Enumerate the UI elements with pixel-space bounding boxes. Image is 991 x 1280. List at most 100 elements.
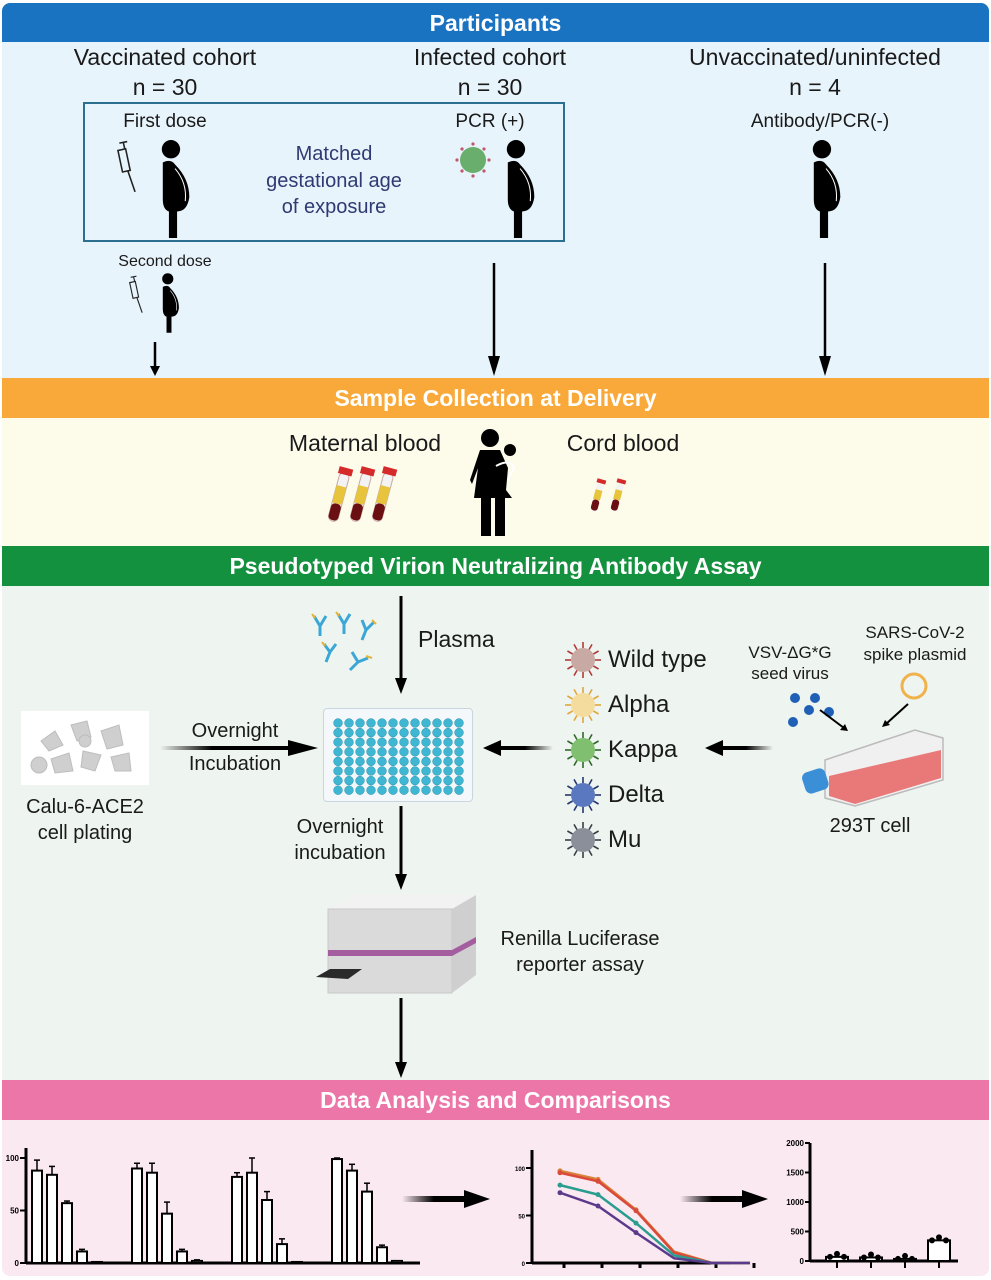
participants-header: Participants <box>2 3 989 42</box>
cohort-infected-n: n = 30 <box>457 74 523 100</box>
seed-virus-particles-icon <box>788 693 834 727</box>
bar <box>61 1202 73 1264</box>
second-dose-label: Second dose <box>118 253 212 270</box>
bar <box>331 1158 343 1264</box>
matched-group-box <box>83 102 565 242</box>
data-point <box>557 1170 563 1176</box>
y-tick-label: 1500 <box>786 1169 804 1178</box>
data-point <box>861 1254 867 1261</box>
bar <box>346 1169 358 1265</box>
data-point <box>834 1250 840 1257</box>
bar <box>246 1171 258 1265</box>
y-tick-label: 50 <box>10 1207 19 1216</box>
bar <box>146 1171 158 1265</box>
bar <box>391 1259 403 1265</box>
data-point <box>936 1234 942 1241</box>
overnight-incubation-label-3: Overnight <box>296 816 384 838</box>
96-well-plate-icon <box>323 708 473 802</box>
spike-plasmid-label-1: SARS-CoV-2 <box>865 623 965 642</box>
arrow-right-icon <box>402 1190 490 1208</box>
neutralization-bar-chart: 0 50 100 <box>6 1148 420 1268</box>
bar <box>261 1199 273 1264</box>
analysis-header: Data Analysis and Comparisons <box>2 1080 989 1120</box>
matched-label-1: Matched <box>295 143 373 165</box>
variant-label: Alpha <box>608 691 670 718</box>
pcr-positive-label: PCR (+) <box>455 111 525 132</box>
bar <box>927 1239 951 1262</box>
reporter-assay-label-2: reporter assay <box>516 954 644 976</box>
overnight-incubation-label-4: incubation <box>294 842 386 864</box>
bar <box>376 1246 388 1264</box>
data-point <box>929 1237 935 1244</box>
series-line-red <box>559 1171 750 1265</box>
data-point <box>633 1208 639 1214</box>
cell-plating-label-1: Calu-6-ACE2 <box>26 796 144 818</box>
virus-mu-icon <box>565 822 601 858</box>
plasmid-ring-icon <box>900 672 928 700</box>
y-tick-label: 500 <box>791 1228 805 1237</box>
data-point <box>841 1253 847 1260</box>
spike-plasmid-label-2: spike plasmid <box>863 645 967 664</box>
virus-alpha-icon <box>565 687 601 723</box>
cord-blood-label: Cord blood <box>566 430 680 456</box>
y-tick-label: 100 <box>6 1154 20 1163</box>
virus-wild-type-icon <box>565 642 601 678</box>
y-tick-label: 1000 <box>786 1198 804 1207</box>
collection-header: Sample Collection at Delivery <box>2 378 989 418</box>
reporter-assay-label-1: Renilla Luciferase <box>500 928 660 950</box>
293t-cell-label: 293T cell <box>829 815 911 837</box>
data-point <box>909 1255 915 1262</box>
arrow-left-icon <box>705 740 773 756</box>
cohort-vaccinated-label: Vaccinated cohort <box>73 44 257 70</box>
arrow-down-icon <box>395 998 407 1078</box>
y-tick-label: 0 <box>15 1259 20 1268</box>
arrow-down-icon <box>150 263 831 376</box>
data-point <box>633 1220 639 1226</box>
arrow-icon <box>819 703 909 731</box>
blood-tubes-icon <box>328 466 398 522</box>
virus-delta-icon <box>565 777 601 813</box>
variant-label: Kappa <box>608 736 678 763</box>
first-dose-label: First dose <box>123 111 207 132</box>
data-point <box>868 1251 874 1258</box>
plate-reader-icon <box>316 895 476 994</box>
bar <box>191 1259 203 1265</box>
assay-panel <box>2 586 989 1080</box>
bar <box>31 1169 43 1265</box>
arrow-down-icon <box>395 806 407 890</box>
data-point <box>557 1182 563 1188</box>
data-point <box>557 1190 563 1196</box>
cohort-unvaccinated-n: n = 4 <box>789 74 841 100</box>
bar <box>91 1260 103 1264</box>
variant-label: Mu <box>608 826 642 853</box>
arrow-left-icon <box>483 740 553 756</box>
cell-plating-label-2: cell plating <box>37 822 133 844</box>
data-point <box>633 1230 639 1236</box>
series-line-purple <box>559 1191 750 1265</box>
arrow-right-icon <box>680 1190 768 1208</box>
data-point <box>595 1203 601 1209</box>
matched-label-2: gestational age <box>266 170 402 192</box>
data-point <box>943 1237 949 1244</box>
cohort-vaccinated-n: n = 30 <box>132 74 198 100</box>
virus-kappa-icon <box>565 732 601 768</box>
y-tick-label: 0 <box>522 1262 526 1268</box>
bar <box>231 1175 243 1264</box>
y-tick-label: 50 <box>518 1215 525 1221</box>
series-line-orange <box>559 1169 750 1265</box>
variant-label: Wild type <box>608 646 707 673</box>
variant-label: Delta <box>608 781 665 808</box>
antibody-pcr-negative-label: Antibody/PCR(-) <box>750 111 890 132</box>
arrow-right-icon <box>160 740 318 756</box>
y-tick-label: 2000 <box>786 1139 804 1148</box>
matched-label-3: of exposure <box>281 196 387 218</box>
maternal-blood-label: Maternal blood <box>288 430 442 456</box>
cohort-infected-label: Infected cohort <box>413 44 567 70</box>
bar <box>161 1212 173 1264</box>
bar <box>176 1250 188 1264</box>
cohort-unvaccinated-label: Unvaccinated/uninfected <box>689 44 941 70</box>
overnight-incubation-label-2: Incubation <box>188 753 282 775</box>
data-point <box>595 1178 601 1184</box>
